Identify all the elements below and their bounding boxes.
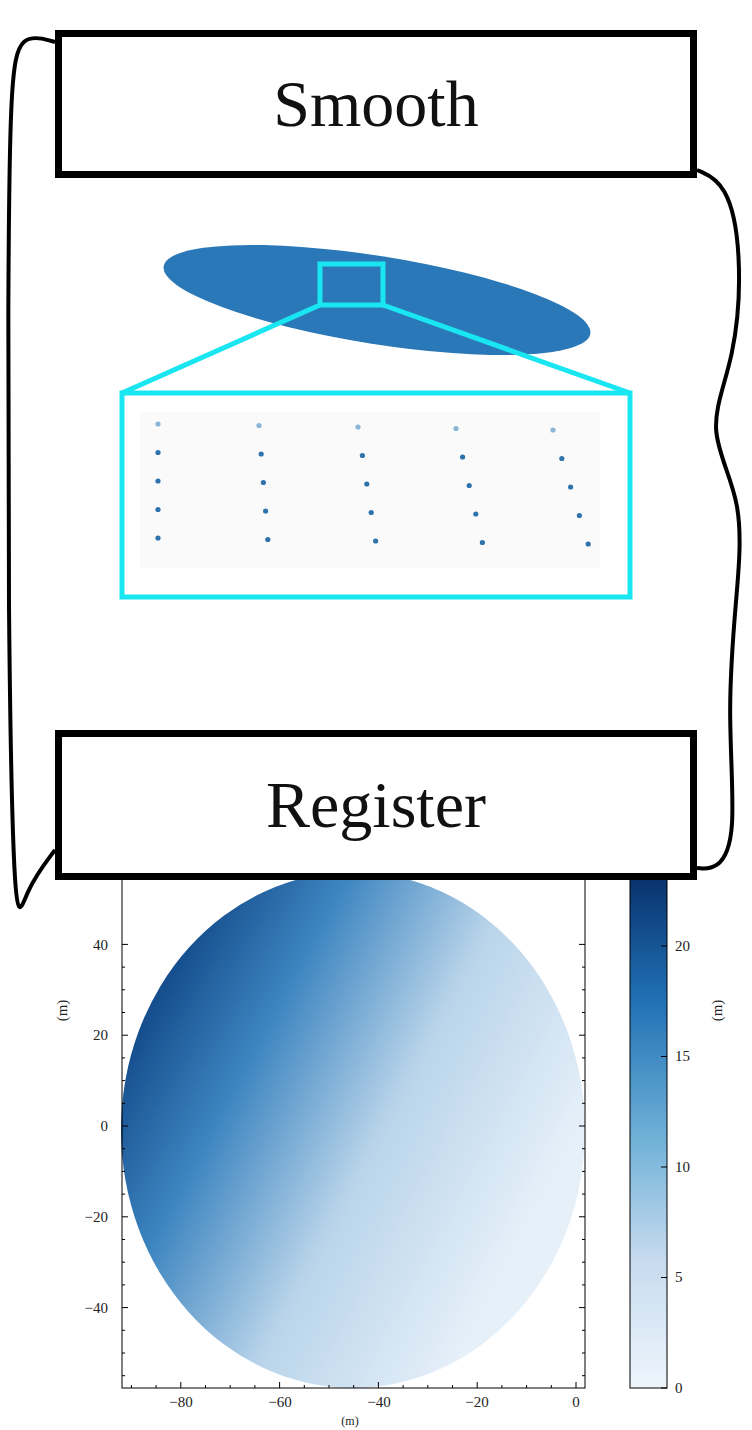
loop-connector bbox=[8, 38, 55, 907]
colorbar-tick-label: 5 bbox=[675, 1270, 683, 1285]
box-label: Register bbox=[266, 772, 486, 838]
zoom-inset bbox=[122, 393, 630, 597]
tick-label: 40 bbox=[93, 938, 108, 953]
colorbar-tick-label: 15 bbox=[675, 1049, 690, 1064]
axis-label: (m) bbox=[55, 999, 70, 1021]
point-dots bbox=[155, 421, 590, 546]
tick-label: −20 bbox=[465, 1395, 488, 1410]
inset-ground bbox=[140, 412, 600, 568]
zoom-line bbox=[383, 305, 630, 393]
axis-label: (m) bbox=[710, 999, 725, 1021]
tick-label: −40 bbox=[85, 1301, 108, 1316]
colorbar bbox=[630, 873, 667, 1388]
tick-label: 0 bbox=[572, 1395, 580, 1410]
colorbar-tick-label: 10 bbox=[675, 1160, 690, 1175]
box-label: Smooth bbox=[273, 71, 478, 137]
zoom-line bbox=[122, 305, 320, 393]
colorbar-tick-label: 20 bbox=[675, 939, 690, 954]
process-box: Register bbox=[55, 730, 697, 880]
plot-frame bbox=[122, 873, 585, 1388]
point-cloud bbox=[157, 223, 597, 377]
zoom-box bbox=[320, 264, 383, 305]
tick-label: −80 bbox=[169, 1395, 192, 1410]
tick-label: 0 bbox=[101, 1119, 109, 1134]
elevation-disc bbox=[121, 872, 585, 1388]
process-box: Smooth bbox=[55, 30, 697, 178]
tick-label: −20 bbox=[85, 1210, 108, 1225]
tick-label: −40 bbox=[367, 1395, 390, 1410]
axis-label: (m) bbox=[341, 1415, 358, 1427]
tick-label: 20 bbox=[93, 1028, 108, 1043]
axis-ticks bbox=[122, 873, 667, 1388]
loop-connector bbox=[697, 170, 740, 869]
colorbar-tick-label: 0 bbox=[675, 1381, 683, 1396]
tick-label: −60 bbox=[268, 1395, 291, 1410]
